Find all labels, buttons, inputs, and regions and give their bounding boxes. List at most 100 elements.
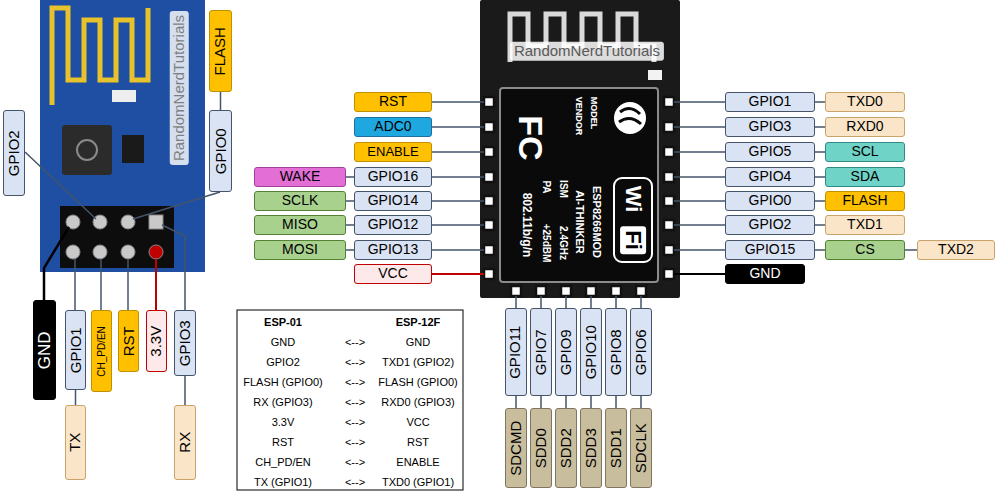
module-marking: +25dBM — [541, 224, 552, 263]
table-cell: <--> — [345, 436, 365, 448]
table-cell: GND — [406, 336, 430, 348]
connector-line — [905, 249, 917, 251]
header-pin — [121, 245, 135, 259]
solder-pad — [664, 172, 674, 182]
pin-name: SDD3 — [583, 428, 600, 468]
connector-line — [815, 101, 825, 103]
leader-line — [674, 249, 725, 251]
solder-pad — [664, 269, 674, 279]
table-cell: RXD0 (GPIO3) — [381, 396, 454, 408]
pin-label: MISO — [254, 215, 346, 235]
pin-name: GPIO5 — [749, 144, 792, 159]
connector-line — [815, 224, 825, 226]
pin-name: GPIO2 — [6, 130, 23, 176]
pin-name: ADC0 — [374, 119, 411, 134]
pin-label: SCL — [825, 142, 905, 162]
connector-line — [815, 126, 825, 128]
pin-label: CH_PD/EN — [91, 310, 112, 392]
module-marking: PA — [541, 180, 552, 193]
pin-name: GPIO15 — [745, 242, 796, 257]
connector-line — [346, 224, 354, 226]
pin-label: GPIO16 — [354, 167, 432, 187]
solder-pad — [561, 286, 571, 296]
pin-name: TX — [67, 433, 84, 452]
pin-label: MOSI — [254, 240, 346, 260]
connector-line — [590, 396, 592, 408]
pin-label: RST — [118, 310, 139, 372]
connector-line — [815, 176, 825, 178]
watermark: RandomNerdTutorials — [510, 42, 664, 61]
esp-logo — [614, 102, 646, 134]
pin-label: SDD3 — [580, 408, 602, 488]
solder-pad — [636, 286, 646, 296]
pin-label: GPIO10 — [580, 308, 602, 396]
pin-label: GPIO4 — [725, 167, 815, 187]
table-cell: <--> — [345, 396, 365, 408]
pin-label: GPIO1 — [725, 92, 815, 112]
pin-name: 3.3V — [148, 326, 165, 357]
connector-line — [515, 396, 517, 408]
table-cell: ENABLE — [396, 456, 439, 468]
pin-name: SCLK — [282, 193, 319, 208]
pin-label: GPIO5 — [725, 142, 815, 162]
header-pin — [93, 245, 107, 259]
pin-label: ADC0 — [354, 117, 432, 137]
header-pin — [149, 245, 163, 259]
pin-label: GPIO3 — [174, 310, 196, 376]
header-pin — [66, 245, 80, 259]
pin-label: GPIO9 — [555, 308, 577, 396]
solder-pad — [484, 97, 494, 107]
pin-name: FLASH — [842, 193, 887, 208]
leader-line — [674, 101, 725, 103]
leader-line — [674, 273, 725, 275]
leader-line — [540, 296, 542, 308]
table-cell: FLASH (GPIO0) — [378, 376, 457, 388]
table-cell: RX (GPIO3) — [253, 396, 312, 408]
connector-line — [220, 92, 222, 110]
module-marking: 802.11b/g/n — [519, 193, 532, 258]
esp-logo — [619, 108, 641, 124]
watermark: RandomNerdTutorials — [170, 11, 189, 165]
pin-label: GPIO11 — [505, 308, 527, 396]
table-cell: TX (GPIO1) — [254, 476, 312, 488]
fcc-logo: FC — [511, 115, 548, 160]
esp01-board — [40, 0, 205, 272]
pin-name: GPIO7 — [533, 329, 550, 375]
pin-name: GPIO1 — [67, 327, 84, 373]
module-marking: ESP8266MOD — [591, 186, 603, 258]
solder-pad — [664, 196, 674, 206]
table-cell: <--> — [345, 456, 365, 468]
connector-line — [75, 390, 77, 405]
connector-line — [346, 176, 354, 178]
pin-label: TXD1 — [825, 215, 905, 235]
table-cell: <--> — [345, 416, 365, 428]
leader-line — [515, 296, 517, 308]
leader-line — [615, 296, 617, 308]
table-cell: TXD0 (GPIO1) — [382, 476, 454, 488]
smd-part — [112, 90, 136, 102]
solder-pad — [664, 220, 674, 230]
esp12f-pads — [484, 97, 674, 296]
pin-label: FLASH — [825, 191, 905, 211]
pin-label: RXD0 — [825, 117, 905, 137]
pin-label: VCC — [354, 264, 432, 284]
leader-line — [674, 200, 725, 202]
pin-label: FLASH — [209, 10, 232, 92]
pin-label: GPIO8 — [605, 308, 627, 396]
pin-name: TXD1 — [847, 217, 883, 232]
leader-line — [133, 192, 220, 219]
pin-name: GPIO1 — [749, 94, 792, 109]
leader-line — [74, 259, 76, 310]
esp01-module — [40, 0, 205, 272]
pin-label: GND — [725, 264, 805, 284]
pin-name: RST — [120, 326, 137, 356]
connector-line — [815, 249, 825, 251]
table-cell: VCC — [406, 416, 429, 428]
pin-label: GPIO13 — [354, 240, 432, 260]
leader-line — [565, 296, 567, 308]
leader-line — [100, 259, 102, 310]
connector-line — [640, 396, 642, 408]
solder-pad — [484, 122, 494, 132]
pin-name: MOSI — [282, 242, 318, 257]
